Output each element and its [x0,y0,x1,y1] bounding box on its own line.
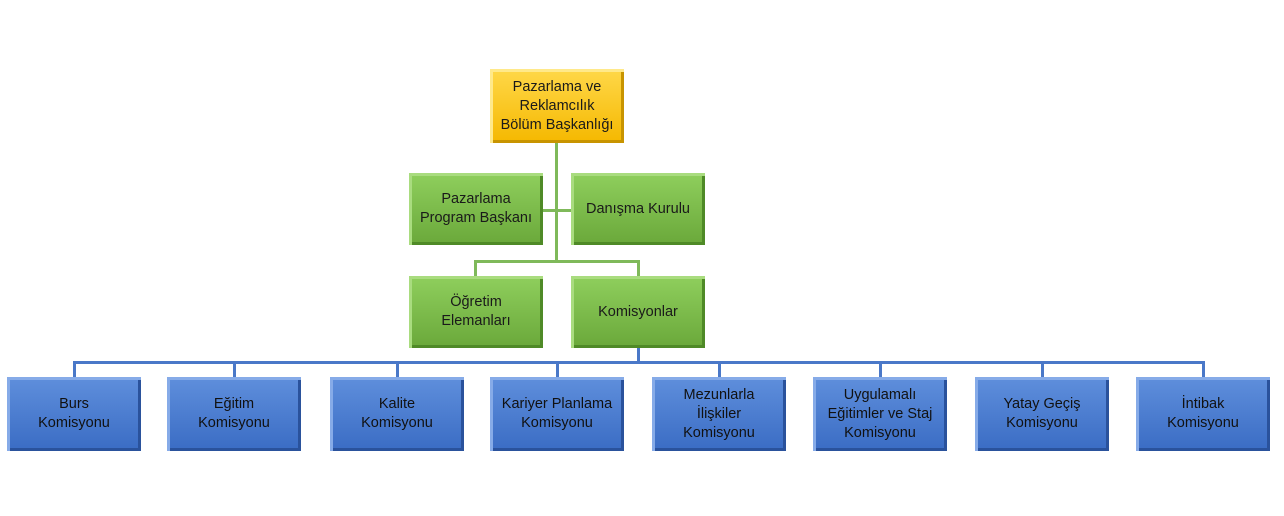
connector [73,361,76,377]
commission-box[interactable]: Yatay Geçiş Komisyonu [975,377,1109,451]
commission-box[interactable]: Burs Komisyonu [7,377,141,451]
connector [718,361,721,377]
commission-box[interactable]: İntibak Komisyonu [1136,377,1270,451]
connector [637,347,640,363]
connector [1202,361,1205,377]
connector [879,361,882,377]
commission-box[interactable]: Kalite Komisyonu [330,377,464,451]
connector [543,209,571,212]
connector [556,361,559,377]
connector [73,361,1205,364]
commission-box[interactable]: Eğitim Komisyonu [167,377,301,451]
commission-box[interactable]: Kariyer Planlama Komisyonu [490,377,624,451]
commission-box[interactable]: Uygulamalı Eğitimler ve Staj Komisyonu [813,377,947,451]
faculty-box[interactable]: Öğretim Elemanları [409,276,543,348]
advisory-board-box[interactable]: Danışma Kurulu [571,173,705,245]
connector [637,260,640,276]
commissions-box[interactable]: Komisyonlar [571,276,705,348]
connector [555,143,558,263]
connector [396,361,399,377]
program-head-box[interactable]: Pazarlama Program Başkanı [409,173,543,245]
connector [1041,361,1044,377]
commission-box[interactable]: Mezunlarla İlişkiler Komisyonu [652,377,786,451]
head-box[interactable]: Pazarlama ve Reklamcılık Bölüm Başkanlığ… [490,69,624,143]
connector [474,260,477,276]
connector [233,361,236,377]
connector [474,260,640,263]
